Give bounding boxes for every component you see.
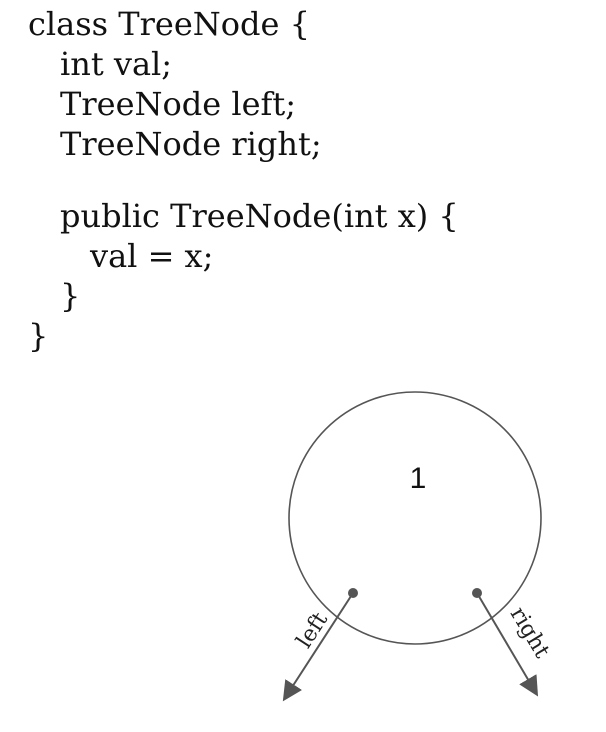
code-block: class TreeNode { int val; TreeNode left;… (28, 4, 459, 356)
right-pointer-dot (472, 588, 482, 598)
code-line-class-close: } (28, 317, 49, 355)
code-line-constructor: public TreeNode(int x) { (60, 197, 459, 235)
code-line-constructor-close: } (60, 277, 81, 315)
node-value-label: 1 (410, 462, 427, 495)
code-line-right-field: TreeNode right; (60, 125, 322, 163)
code-line-assignment: val = x; (90, 237, 214, 275)
left-pointer-dot (348, 588, 358, 598)
left-pointer-label: left (292, 608, 333, 653)
code-line-val-field: int val; (60, 45, 173, 83)
code-line-left-field: TreeNode left; (60, 85, 297, 123)
code-line-class-declaration: class TreeNode { (28, 5, 310, 43)
tree-node-circle (288, 391, 542, 645)
left-pointer-arrow (282, 592, 354, 702)
right-pointer-arrow (476, 592, 539, 697)
